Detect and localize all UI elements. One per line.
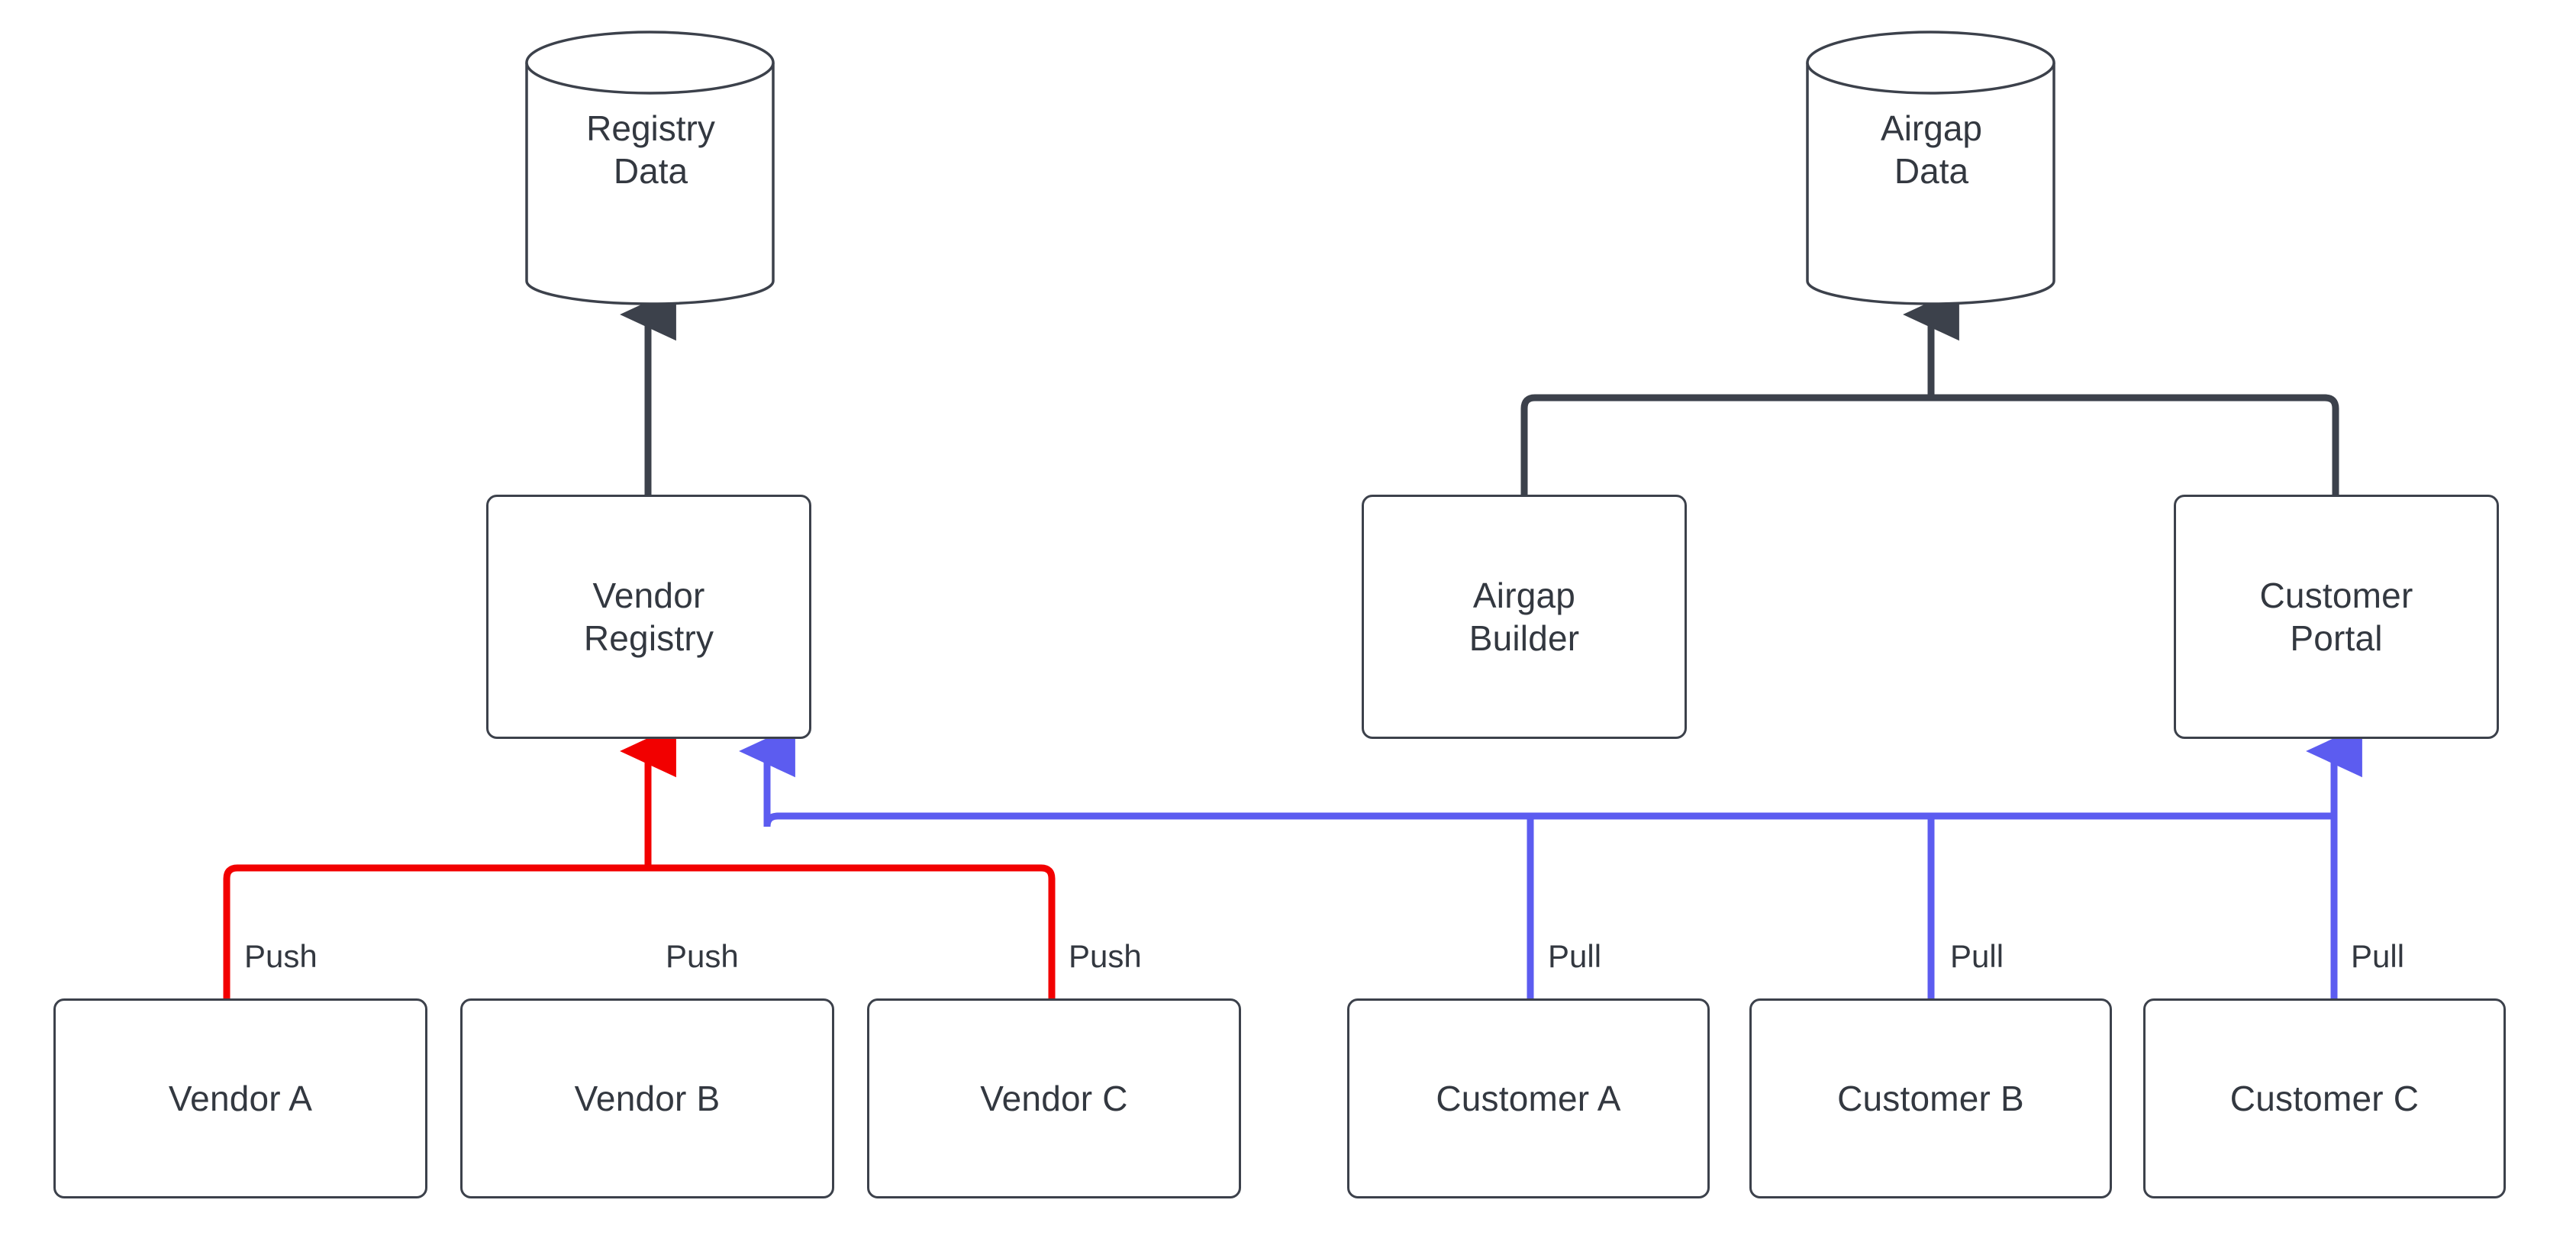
node-label-airgap-builder: Airgap Builder xyxy=(1469,575,1580,658)
cylinder-airgap-data[interactable] xyxy=(1806,31,2055,305)
edge-push-bus xyxy=(223,864,1056,998)
node-customer-c[interactable]: Customer C xyxy=(2143,998,2506,1198)
node-label-customer-a: Customer A xyxy=(1436,1078,1621,1118)
node-customer-portal[interactable]: Customer Portal xyxy=(2174,495,2499,739)
edge-pull-bus-horizontal xyxy=(763,751,2336,827)
node-label-customer-portal: Customer Portal xyxy=(2259,575,2413,658)
cylinder-registry-data[interactable] xyxy=(525,31,775,305)
node-label-customer-c: Customer C xyxy=(2229,1078,2420,1118)
node-label-vendor-registry: Vendor Registry xyxy=(583,575,714,658)
node-customer-b[interactable]: Customer B xyxy=(1749,998,2112,1198)
node-customer-a[interactable]: Customer A xyxy=(1347,998,1710,1198)
node-label-customer-b: Customer B xyxy=(1837,1078,2024,1118)
node-vendor-a[interactable]: Vendor A xyxy=(53,998,427,1198)
node-vendor-registry[interactable]: Vendor Registry xyxy=(486,495,811,739)
node-airgap-builder[interactable]: Airgap Builder xyxy=(1362,495,1687,739)
node-label-vendor-c: Vendor C xyxy=(980,1078,1128,1118)
node-label-vendor-b: Vendor B xyxy=(574,1078,721,1118)
node-label-vendor-a: Vendor A xyxy=(168,1078,313,1118)
edge-bus-airgap-data xyxy=(1520,394,2339,495)
node-vendor-b[interactable]: Vendor B xyxy=(460,998,834,1198)
node-vendor-c[interactable]: Vendor C xyxy=(867,998,1241,1198)
